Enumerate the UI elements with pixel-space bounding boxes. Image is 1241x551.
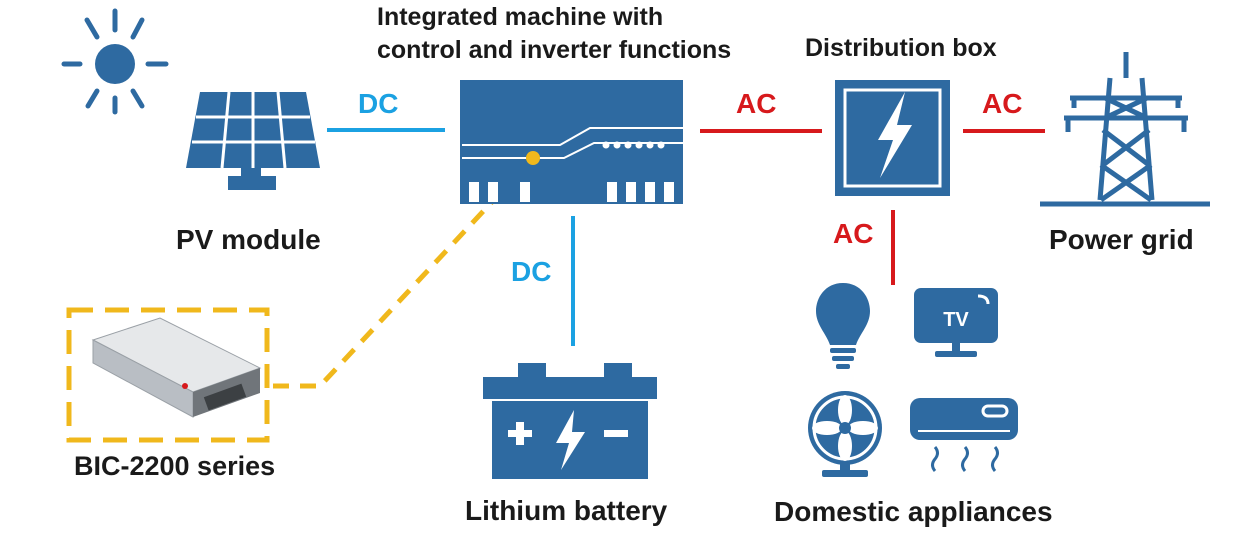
air-conditioner-icon <box>910 398 1018 472</box>
inverter-port-dot <box>526 151 540 165</box>
dashed-link-bic <box>273 156 535 389</box>
tv-text: TV <box>943 309 969 331</box>
distribution-box-icon <box>835 80 950 196</box>
dc-label-inverter-battery: DC <box>511 256 552 287</box>
lithium-battery-label: Lithium battery <box>465 495 668 526</box>
power-grid-label: Power grid <box>1049 224 1194 255</box>
pv-module-label: PV module <box>176 224 321 255</box>
domestic-appliances-label: Domestic appliances <box>774 496 1053 527</box>
distribution-box-label: Distribution box <box>805 34 997 62</box>
inverter-label-line2: control and inverter functions <box>377 36 732 64</box>
solar-panel-icon <box>186 91 320 190</box>
battery-icon <box>483 363 657 479</box>
ac-label-box-appliances: AC <box>833 218 874 249</box>
bulb-icon <box>816 283 870 369</box>
dc-label-pv-inverter: DC <box>358 88 399 119</box>
inverter-icon <box>460 80 683 204</box>
ac-label-inverter-box: AC <box>736 88 777 119</box>
power-tower-icon <box>1040 52 1210 207</box>
bic-series-label: BIC-2200 series <box>74 451 276 481</box>
ac-label-box-grid: AC <box>982 88 1023 119</box>
tv-icon: TV <box>914 288 998 357</box>
sun-icon <box>61 8 169 115</box>
bic-unit-image <box>66 307 270 443</box>
inverter-label-line1: Integrated machine with <box>377 3 664 31</box>
fan-icon <box>808 391 882 477</box>
